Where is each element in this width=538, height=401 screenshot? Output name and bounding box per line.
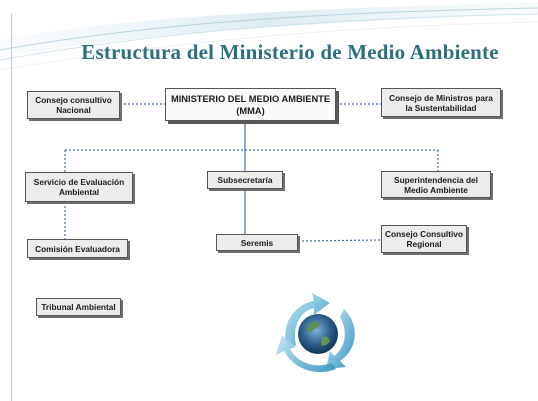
box-tribunal-ambiental: Tribunal Ambiental <box>36 298 121 316</box>
box-consejo-consultivo-nacional: Consejo consultivo Nacional <box>27 91 120 119</box>
box-seremis: Seremis <box>216 234 298 251</box>
header-wave <box>0 2 538 71</box>
box-ministerio: MINISTERIO DEL MEDIO AMBIENTE (MMA) <box>165 88 336 121</box>
recycle-globe-icon <box>270 287 366 379</box>
box-label: Tribunal Ambiental <box>41 302 116 312</box>
box-comision-evaluadora: Comisión Evaluadora <box>27 239 128 258</box>
box-label: Superintendencia del Medio Ambiente <box>394 174 478 195</box>
box-label: Consejo Consultivo Regional <box>385 229 463 249</box>
box-label-line2: (MMA) <box>236 105 265 116</box>
slide-border-line <box>11 14 12 401</box>
box-superintendencia: Superintendencia del Medio Ambiente <box>381 171 491 198</box>
link-seremis-regional <box>297 239 382 242</box>
box-label: Comisión Evaluadora <box>35 243 120 254</box>
box-label: Consejo consultivo Nacional <box>35 95 112 115</box>
box-consejo-de-ministros: Consejo de Ministros para la Sustentabil… <box>381 88 501 117</box>
box-subsecretaria: Subsecretaría <box>207 171 283 189</box>
box-label: Servicio de Evaluación Ambiental <box>33 177 125 197</box>
box-servicio-evaluacion: Servicio de Evaluación Ambiental <box>25 172 133 202</box>
box-label: Seremis <box>240 237 274 248</box>
box-label: Subsecretaría <box>217 175 273 185</box>
box-label: Consejo de Ministros para la Sustentabil… <box>389 92 493 113</box>
box-label-line1: MINISTERIO DEL MEDIO AMBIENTE <box>170 93 331 104</box>
page-title: Estructura del Ministerio de Medio Ambie… <box>81 40 499 64</box>
box-consejo-consultivo-regional: Consejo Consultivo Regional <box>381 225 467 253</box>
